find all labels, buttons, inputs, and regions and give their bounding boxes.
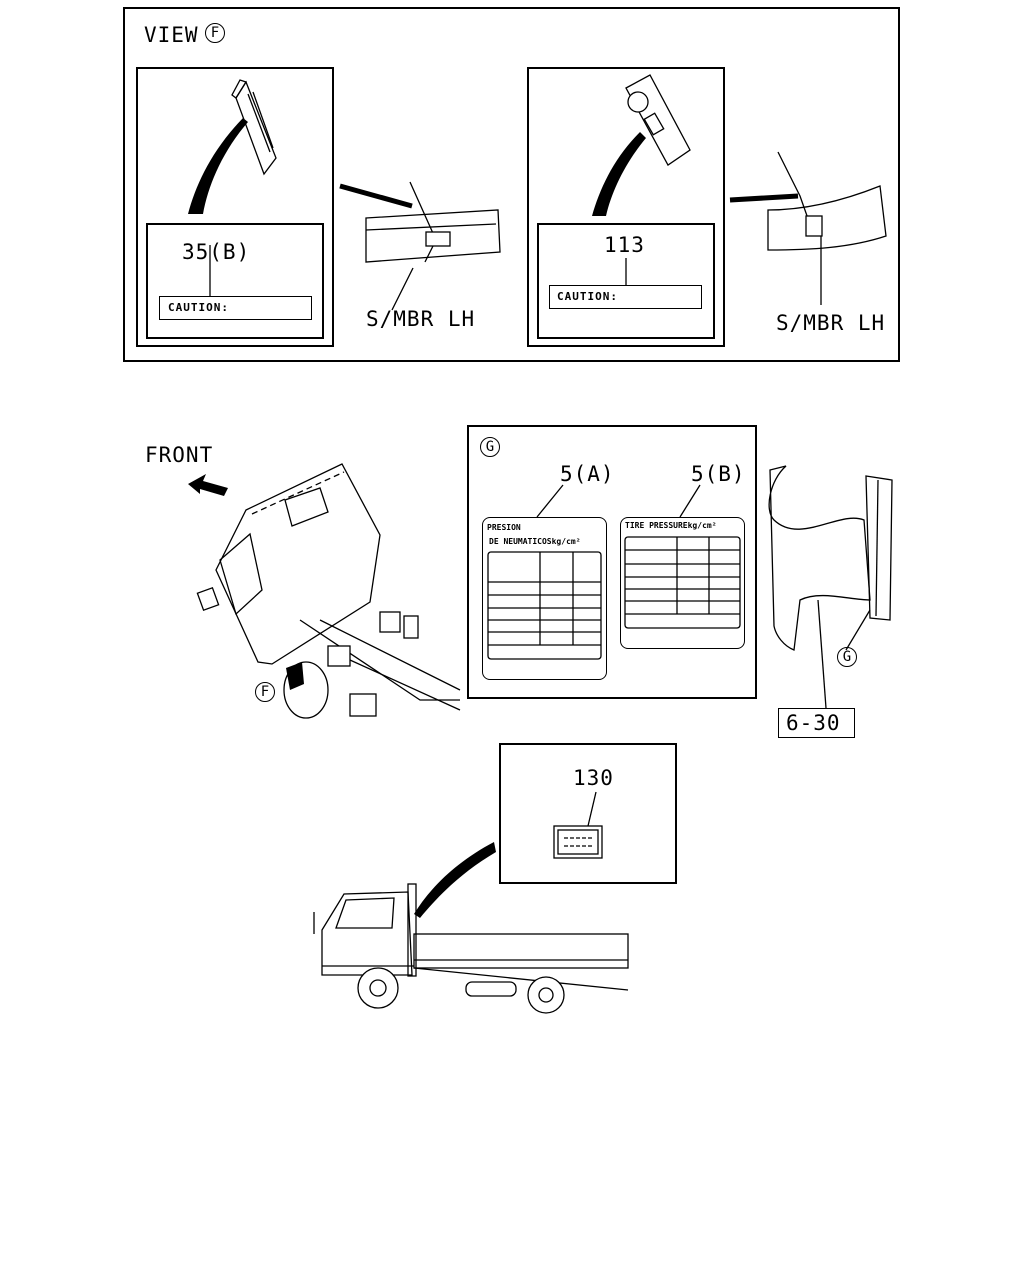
- tilted-cab-chassis-drawing: [196, 463, 461, 719]
- front-arrow-icon: [188, 474, 228, 496]
- label-a-line1: PRESION: [487, 523, 521, 532]
- label-a-line2: DE NEUMATICOSkg/cm²: [489, 537, 581, 546]
- tire-pressure-label-a: [482, 517, 607, 680]
- cab-label-part-number: 130: [573, 766, 614, 790]
- tire-pressure-label-b: [620, 517, 745, 649]
- view-g-label-b-part-number: 5(B): [691, 462, 746, 486]
- callout-ref-text: 6-30: [786, 711, 841, 735]
- right-side-member-drawing: [729, 151, 887, 305]
- label-b-table-grid: [624, 536, 741, 629]
- view-f-title-marker: F: [205, 23, 225, 43]
- view-f-left-part-number: 35(B): [182, 240, 251, 264]
- view-f-right-part-drawing: [592, 74, 691, 285]
- view-f-left-caution-text: CAUTION:: [168, 301, 229, 314]
- front-direction-label: FRONT: [145, 443, 214, 467]
- view-f-title: VIEW: [144, 23, 199, 47]
- label-a-table-grid: [487, 551, 602, 660]
- view-f-right-caution-text: CAUTION:: [557, 290, 618, 303]
- view-f-right-part-number: 113: [604, 233, 645, 257]
- cab-label-leader: [414, 842, 496, 918]
- view-f-left-location-label: S/MBR LH: [366, 307, 476, 331]
- cab-label-panel: [499, 743, 677, 884]
- view-f-right-location-label: S/MBR LH: [776, 311, 886, 335]
- callout-ref-box: [778, 708, 855, 738]
- label-b-line1: TIRE PRESSUREkg/cm²: [625, 521, 717, 530]
- view-g-location-marker: G: [837, 647, 857, 667]
- view-f-left-caution-plate: [159, 296, 312, 320]
- view-g-marker: G: [480, 437, 500, 457]
- view-f-location-marker: F: [255, 682, 275, 702]
- cab-label-sticker-icon: [553, 791, 603, 859]
- door-panel-drawing: [768, 465, 893, 709]
- left-side-member-drawing: [339, 181, 501, 311]
- view-f-right-caution-plate: [549, 285, 702, 309]
- view-f-left-part-drawing: [188, 79, 277, 296]
- view-g-leaders: [536, 484, 701, 518]
- view-g-label-a-part-number: 5(A): [560, 462, 615, 486]
- flatbed-truck-drawing: [313, 883, 629, 1014]
